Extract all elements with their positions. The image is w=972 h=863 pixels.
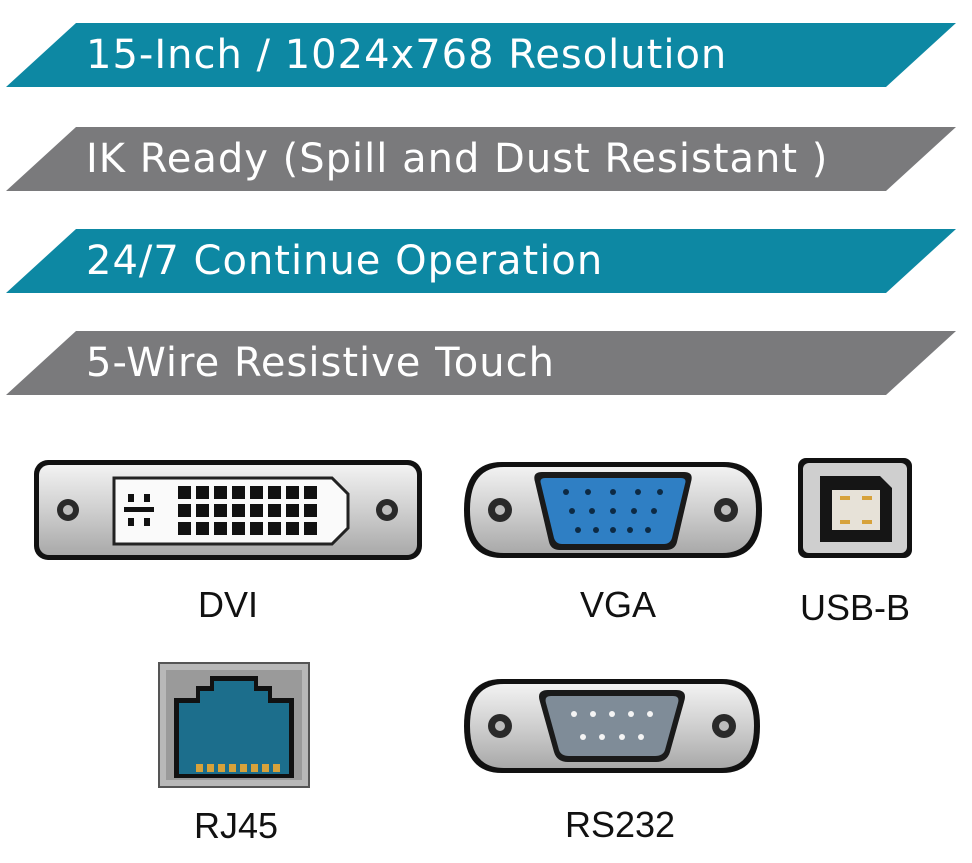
feature-label: 15-Inch / 1024x768 Resolution — [86, 32, 728, 78]
feature-label: 5-Wire Resistive Touch — [86, 340, 555, 386]
vga-port-icon — [464, 462, 762, 558]
feature-label: 24/7 Continue Operation — [86, 238, 604, 284]
rj45-label: RJ45 — [193, 805, 279, 846]
rj45-port-icon — [158, 662, 310, 788]
feature-banner-operation: 24/7 Continue Operation — [6, 229, 956, 293]
feature-banner-touch: 5-Wire Resistive Touch — [6, 331, 956, 395]
vga-label: VGA — [579, 584, 657, 625]
rs232-port-icon — [464, 679, 760, 773]
feature-banner-ik-ready: IK Ready (Spill and Dust Resistant ) — [6, 127, 956, 191]
dvi-label: DVI — [197, 584, 258, 625]
rs232-label: RS232 — [564, 804, 676, 845]
feature-banner-resolution: 15-Inch / 1024x768 Resolution — [6, 23, 956, 87]
usb-b-port-icon — [798, 458, 912, 558]
dvi-port-icon — [34, 460, 422, 560]
usb-b-label: USB-B — [799, 587, 911, 628]
feature-label: IK Ready (Spill and Dust Resistant ) — [86, 136, 829, 182]
